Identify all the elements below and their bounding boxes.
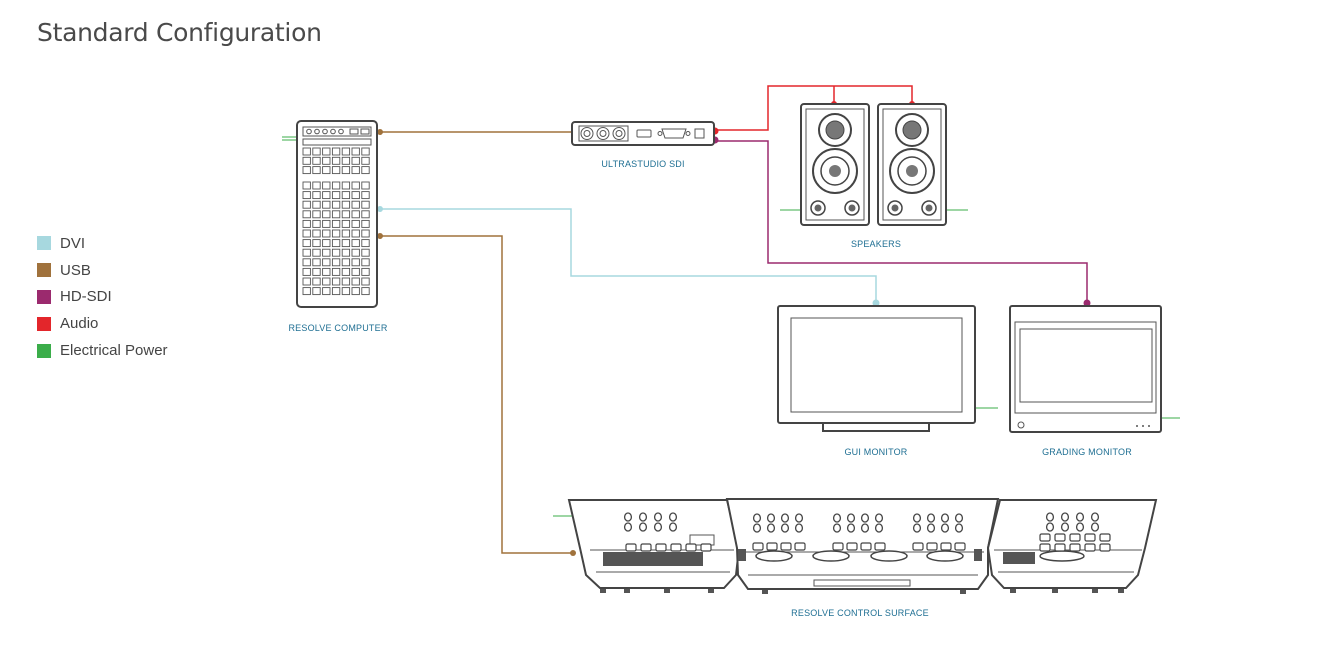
legend-label: Electrical Power [60,342,168,360]
computer-tower-icon [296,120,378,308]
ultrastudio-box-icon [571,121,715,146]
hdsdi-cable [714,140,1088,303]
usb-cable-control-surface [380,235,573,554]
legend-swatch-hdsdi [37,289,51,304]
legend-item-power: Electrical Power [37,337,168,364]
computer-label: RESOLVE COMPUTER [288,323,387,333]
legend-label: Audio [60,315,99,333]
legend-label: HD-SDI [60,288,112,306]
speakers-label: SPEAKERS [851,239,901,249]
legend-item-hdsdi: HD-SDI [37,284,168,311]
legend-item-usb: USB [37,257,168,284]
legend: DVI USB HD-SDI Audio Electrical Power [37,230,168,364]
legend-label: DVI [60,234,86,252]
power-cables [282,136,1180,517]
monitor-icon [1009,305,1162,433]
cables [282,85,1180,554]
legend-swatch-power [37,343,51,358]
connector-dots [377,101,1091,556]
legend-swatch-usb [37,263,51,278]
legend-item-audio: Audio [37,310,168,337]
control-surface-icon [567,498,1158,594]
control-knobs [623,512,1111,552]
legend-swatch-dvi [37,236,51,251]
monitor-icon [777,305,976,432]
speaker-icon [877,103,947,226]
grading-monitor-label: GRADING MONITOR [1042,447,1132,457]
dvi-cable [380,208,877,303]
legend-label: USB [60,261,91,279]
legend-item-dvi: DVI [37,230,168,257]
gui-monitor-label: GUI MONITOR [844,447,907,457]
speaker-icon [800,103,870,226]
vent-grid [302,147,370,296]
control-surface-label: RESOLVE CONTROL SURFACE [791,608,929,618]
ultrastudio-label: ULTRASTUDIO SDI [601,159,684,169]
legend-swatch-audio [37,316,51,331]
page-title: Standard Configuration [37,18,322,47]
